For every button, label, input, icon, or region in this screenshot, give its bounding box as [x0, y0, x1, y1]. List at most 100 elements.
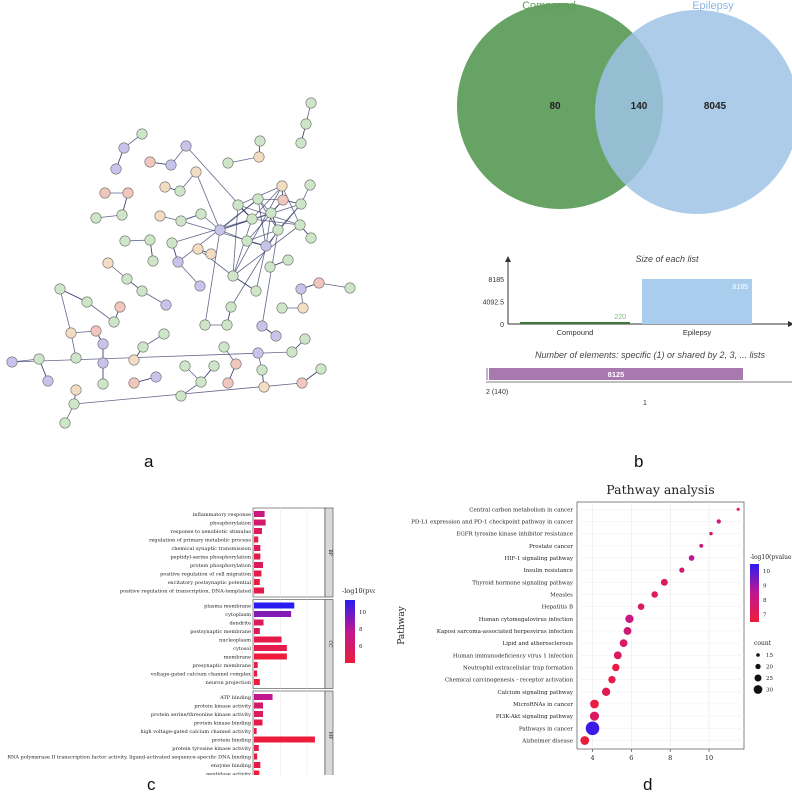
kegg-pathway-label: MicroRNAs in cancer	[513, 702, 573, 708]
kegg-point	[625, 614, 634, 623]
network-node	[221, 319, 233, 331]
kegg-size-tick: 15	[766, 653, 773, 659]
kegg-pathway-label: PD-L1 expression and PD-1 checkpoint pat…	[411, 519, 573, 525]
go-bar	[254, 628, 260, 634]
go-category-label: presynaptic membrane	[192, 663, 251, 669]
go-category-label: excitatory postsynaptic potential	[168, 580, 252, 586]
network-node	[265, 207, 277, 219]
kegg-pathway-label: Hepatitis B	[542, 605, 573, 611]
go-category-label: neuron projection	[206, 680, 252, 686]
network-node	[180, 140, 192, 152]
kegg-size-legend-dot	[753, 685, 763, 694]
network-node	[227, 270, 239, 282]
network-node	[254, 135, 266, 147]
network-node	[295, 283, 307, 295]
go-bar	[254, 745, 259, 751]
network-node	[70, 384, 82, 396]
ppi-network	[6, 97, 356, 429]
kegg-size-tick: 25	[766, 676, 773, 682]
network-node	[65, 327, 77, 339]
go-category-label: chemical synaptic transmission	[171, 546, 251, 552]
go-bar	[254, 753, 258, 760]
network-edge	[86, 301, 115, 323]
size-chart-bar	[642, 279, 752, 324]
go-bar	[254, 619, 264, 626]
panel-label-b: b	[634, 452, 644, 471]
network-node	[97, 378, 109, 390]
network-node	[208, 360, 220, 372]
kegg-pathway-label: Prostate cancer	[529, 544, 573, 550]
network-edge	[261, 229, 279, 327]
kegg-pathway-label: EGFR tyrosine kinase inhibitor resistanc…	[456, 532, 573, 538]
network-node	[295, 198, 307, 210]
network-node	[297, 302, 309, 314]
network-node	[222, 157, 234, 169]
network-node	[81, 296, 93, 308]
kegg-point	[736, 507, 740, 511]
panel-label-d: d	[643, 775, 653, 794]
kegg-pathway-label: Human cytomegalovirus infection	[479, 617, 574, 623]
network-node	[175, 215, 187, 227]
kegg-point	[699, 543, 704, 548]
network-node	[179, 360, 191, 372]
network-node	[241, 235, 253, 247]
go-bar	[254, 611, 292, 617]
network-node	[154, 210, 166, 222]
venn-count-shared: 140	[631, 101, 648, 112]
kegg-xtick: 4	[590, 754, 594, 762]
network-node	[118, 142, 130, 154]
go-bar	[254, 762, 261, 768]
network-node	[70, 352, 82, 364]
network-node	[277, 194, 289, 206]
network-node	[305, 97, 317, 109]
elements-chart-shared-label: 2 (140)	[486, 389, 508, 396]
size-chart-y-arrow	[505, 256, 511, 262]
go-bar	[254, 511, 265, 517]
network-node	[68, 398, 80, 410]
network-node	[165, 159, 177, 171]
go-category-label: plasma membrane	[204, 604, 251, 610]
go-legend-tick: 6	[359, 644, 363, 650]
go-category-label: ATP binding	[219, 695, 252, 701]
go-category-label: voltage-gated calcium channel complex	[150, 672, 251, 678]
go-bar	[254, 719, 263, 726]
network-node	[258, 381, 270, 393]
go-legend-title: -log10(pvalue)	[342, 587, 375, 595]
kegg-point	[608, 675, 616, 684]
network-node	[160, 299, 172, 311]
go-category-label: peptidase activity	[206, 772, 251, 776]
kegg-pathway-label: Lipid and atherosclerosis	[502, 641, 573, 647]
size-chart-bar-label: 220	[614, 314, 626, 321]
network-node	[159, 181, 171, 193]
go-bar	[254, 653, 287, 660]
venn-circle-epilepsy	[595, 10, 792, 214]
network-node	[99, 187, 111, 199]
network-node	[230, 358, 242, 370]
kegg-point	[613, 651, 622, 660]
kegg-pathway-label: Central carbon metabolism in cancer	[469, 507, 573, 513]
network-node	[59, 417, 71, 429]
network-node	[102, 257, 114, 269]
go-bar	[254, 662, 258, 668]
network-edge	[11, 351, 293, 363]
go-facet-label: BP	[327, 549, 333, 555]
kegg-pathway-label: PI3K-Akt signaling pathway	[496, 714, 574, 720]
network-node	[232, 199, 244, 211]
network-node	[54, 283, 66, 295]
network-node	[110, 163, 122, 175]
network-node	[175, 390, 187, 402]
go-legend-tick: 10	[359, 610, 366, 616]
kegg-point	[651, 591, 658, 598]
go-category-label: dendrite	[229, 621, 251, 627]
go-bar	[254, 602, 295, 609]
go-category-label: phosphorylation	[210, 521, 252, 527]
size-chart-category: Compound	[557, 328, 594, 337]
venn-count-compound-only: 80	[549, 101, 561, 112]
size-chart-ytick: 0	[500, 322, 504, 329]
kegg-pathway-label: Pathways in cancer	[519, 726, 573, 732]
kegg-point	[612, 663, 620, 672]
go-legend-colorbar	[345, 600, 355, 663]
network-node	[166, 237, 178, 249]
kegg-size-legend-dot	[756, 653, 760, 657]
